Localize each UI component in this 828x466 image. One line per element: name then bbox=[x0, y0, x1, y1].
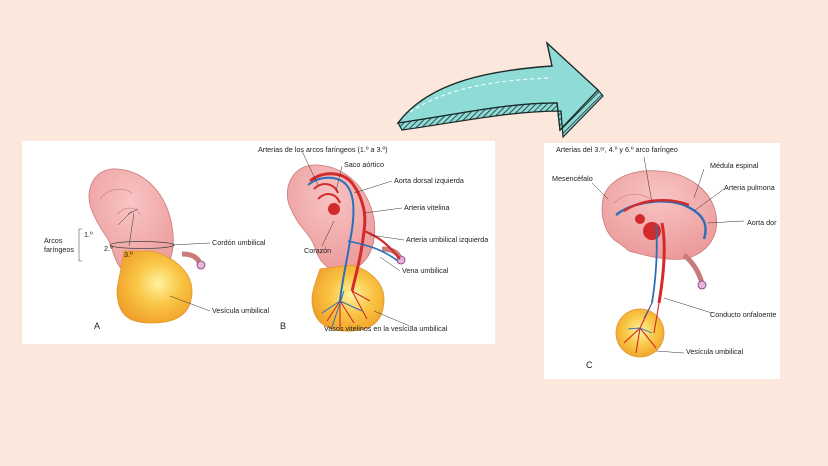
label-arterias-arcos: Arterias de los arcos faríngeos (1.º a 3… bbox=[258, 145, 388, 154]
label-arterias-c: Arterias del 3.ᵉʳ, 4.º y 6.º arco faríng… bbox=[556, 145, 678, 154]
embryo-c-illustration bbox=[591, 156, 745, 358]
embryo-a bbox=[88, 168, 206, 324]
label-conducto: Conducto onfaloente bbox=[710, 310, 777, 319]
embryo-panel-ab: Arcos faríngeos 1.º 2.º 3.º Cordón umbil… bbox=[22, 141, 495, 344]
label-saco-aortico: Saco aórtico bbox=[344, 160, 384, 169]
label-mesencefalo: Mesencéfalo bbox=[552, 174, 593, 183]
label-arch-2: 2.º bbox=[104, 244, 113, 253]
label-aorta-dor: Aorta dor bbox=[747, 218, 777, 227]
label-medula-espinal: Médula espinal bbox=[710, 161, 759, 170]
label-arcos: Arcos bbox=[44, 236, 63, 245]
letter-c: C bbox=[586, 360, 593, 370]
label-corazon: Corazón bbox=[304, 246, 332, 255]
label-vesicula-umbilical-c: Vesícula umbilical bbox=[686, 347, 744, 356]
embryo-panel-c: Arterias del 3.ᵉʳ, 4.º y 6.º arco faríng… bbox=[544, 143, 780, 379]
leader-lines-a bbox=[78, 208, 211, 312]
leader-lines-b bbox=[301, 150, 413, 328]
embryo-ab-illustration bbox=[78, 150, 413, 332]
letter-b: B bbox=[280, 321, 287, 331]
label-vasos-vitelinos: Vasos vitelinos en la vesícula umbilical bbox=[324, 324, 448, 333]
label-faringeos: faríngeos bbox=[44, 245, 74, 254]
label-aorta-dorsal: Aorta dorsal izquierda bbox=[394, 176, 464, 185]
label-arch-3: 3.º bbox=[124, 250, 133, 259]
label-cordon-umbilical: Cordón umbilical bbox=[212, 238, 266, 247]
label-vena-umbilical: Vena umbilical bbox=[402, 266, 449, 275]
label-arteria-umbilical: Arteria umbilical izquierda bbox=[406, 235, 489, 244]
label-vesicula-umbilical-a: Vesícula umbilical bbox=[212, 306, 270, 315]
label-arch-1: 1.º bbox=[84, 230, 93, 239]
label-arteria-vitelina: Arteria vitelina bbox=[404, 203, 450, 212]
letter-a: A bbox=[94, 321, 101, 331]
label-arteria-pulmonar: Arteria pulmona bbox=[724, 183, 775, 192]
embryo-b bbox=[286, 164, 406, 332]
